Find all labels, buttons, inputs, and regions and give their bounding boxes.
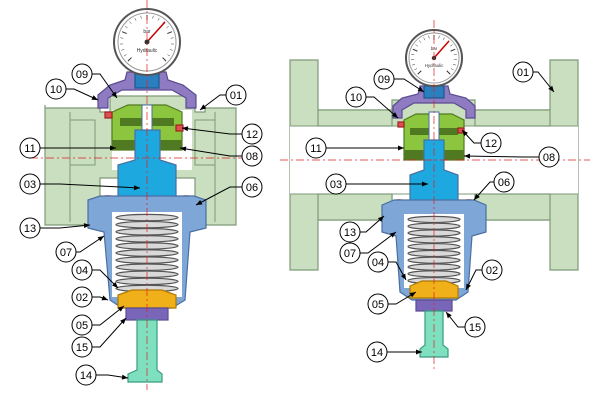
callout-number: 04 xyxy=(76,265,88,277)
callout-number: 02 xyxy=(76,292,88,304)
callout-number: 02 xyxy=(486,265,498,277)
callout-number: 03 xyxy=(24,179,36,191)
right-body-upper-right xyxy=(475,110,550,126)
left-oring-a xyxy=(105,112,112,118)
callout-number: 05 xyxy=(76,320,88,332)
right-callout-14: 14 xyxy=(367,342,422,362)
callout-number: 11 xyxy=(310,143,321,155)
left-valve: Hydraulic bar xyxy=(30,0,250,390)
callout-number: 06 xyxy=(498,177,510,189)
right-gauge-brand: Hydraulic xyxy=(425,63,445,68)
callout-number: 06 xyxy=(246,182,258,194)
callout-number: 03 xyxy=(330,179,342,191)
left-callout-05: 05 xyxy=(72,306,124,335)
callout-number: 13 xyxy=(344,227,356,239)
left-callout-14: 14 xyxy=(76,365,128,385)
callout-number: 12 xyxy=(485,138,497,150)
left-callout-01: 01 xyxy=(200,85,246,110)
callout-number: 01 xyxy=(230,90,242,102)
callout-arrowhead xyxy=(102,296,108,301)
right-callout-01: 01 xyxy=(513,62,554,92)
right-body-lower-left xyxy=(318,194,392,220)
callout-number: 15 xyxy=(76,342,88,354)
callout-number: 10 xyxy=(350,92,362,104)
callout-number: 05 xyxy=(372,299,384,311)
callout-number: 14 xyxy=(371,347,383,359)
callout-number: 08 xyxy=(543,152,555,164)
right-adjusting-screw xyxy=(420,311,448,357)
callout-number: 09 xyxy=(76,69,88,81)
right-valve: Hydraulic bar xyxy=(280,20,590,370)
left-callout-07: 07 xyxy=(56,236,104,262)
callout-number: 08 xyxy=(246,151,258,163)
left-oring-b xyxy=(176,125,183,131)
callout-number: 01 xyxy=(517,67,529,79)
right-callout-15: 15 xyxy=(446,312,485,337)
left-callout-02: 02 xyxy=(72,287,108,307)
callout-number: 07 xyxy=(344,248,356,260)
callout-number: 15 xyxy=(469,322,481,334)
right-body-upper-left xyxy=(318,110,392,126)
callout-number: 07 xyxy=(60,247,72,259)
left-adjusting-screw xyxy=(128,320,162,382)
callout-number: 14 xyxy=(80,370,92,382)
left-callout-10: 10 xyxy=(46,79,98,100)
callout-number: 09 xyxy=(378,74,390,86)
callout-number: 04 xyxy=(372,257,384,269)
callout-number: 12 xyxy=(246,129,258,141)
callout-arrowhead xyxy=(122,375,128,380)
callout-arrowhead xyxy=(98,236,104,241)
right-callout-02: 02 xyxy=(466,260,502,290)
callout-number: 13 xyxy=(24,223,36,235)
callout-number: 10 xyxy=(50,84,62,96)
right-oring-a xyxy=(398,122,404,127)
callout-number: 11 xyxy=(24,143,35,155)
